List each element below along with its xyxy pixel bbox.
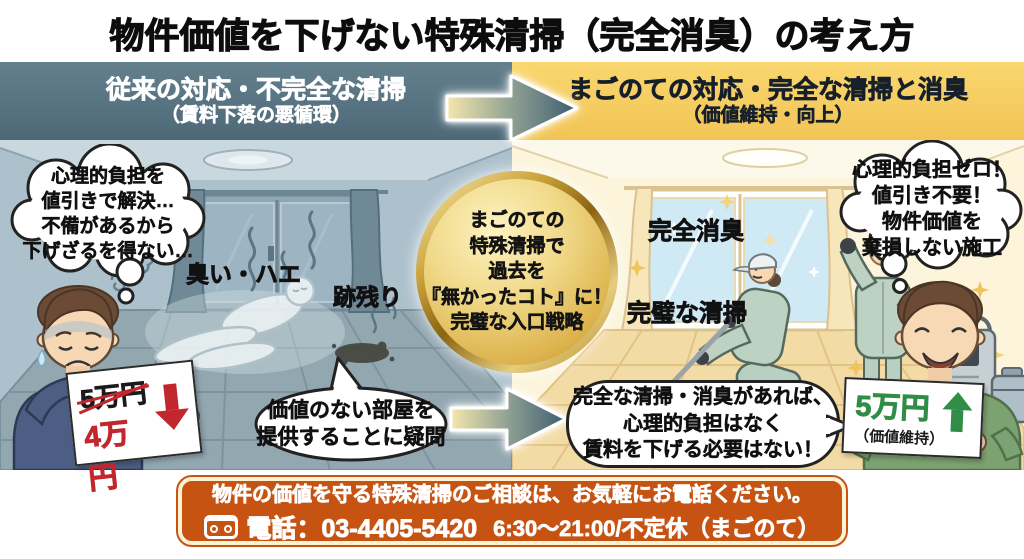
- thought-bubble-shape: [10, 142, 206, 305]
- speech-line: 完全な清掃・消臭があれば、: [573, 386, 834, 409]
- arrow-right-top-icon: [445, 74, 579, 142]
- thought-bubble-shape: [839, 139, 1023, 294]
- body-outline: [145, 275, 345, 374]
- thought-bubble-left: 心理的負担を 値引きで解決… 不備があるから 下げざるを得ない…: [8, 142, 208, 314]
- kept-price: 5万円: [854, 390, 931, 426]
- thought-bubble-right: 心理的負担ゼロ！ 値引き不要！ 物件価値を 棄損しない施工: [838, 139, 1024, 300]
- speech-tail: [826, 414, 854, 438]
- arrow-right-bottom-icon: [449, 387, 568, 451]
- new-price: 4万円: [82, 417, 131, 497]
- medallion-line: 『無かったコト』に！: [422, 286, 613, 308]
- thought-line: 心理的負担を: [50, 166, 166, 188]
- right-header-line2: （価値維持・向上）: [682, 104, 854, 126]
- business-hours: 6:30〜21:00/不定休（まごのて）: [493, 515, 820, 541]
- contact-message: 物件の価値を守る特殊清掃のご相談は、お気軽にお電話ください。: [212, 483, 813, 506]
- thought-line: 物件価値を: [882, 211, 983, 234]
- phone-icon: [204, 514, 239, 539]
- medallion-line: まごのての: [469, 210, 565, 232]
- speech-bubble-shape: [254, 356, 448, 462]
- smell-lines: [247, 210, 397, 334]
- speech-line: 提供することに疑問: [256, 425, 446, 449]
- speech-line: 価値のない部屋を: [267, 399, 436, 422]
- price-sign-down: 5万円 4万円: [65, 359, 203, 496]
- phone-label: 電話：: [246, 514, 322, 543]
- label-smell-flies: 臭い・ハエ: [186, 261, 302, 288]
- thought-line: 値引き不要！: [872, 185, 993, 208]
- window: [164, 189, 391, 313]
- speech-bubble-right: 完全な清掃・消臭があれば、 心理的負担はなく 賃料を下げる必要はない！: [566, 380, 854, 468]
- page-title: 物件価値を下げない特殊清掃（完全消臭）の考え方: [109, 16, 915, 56]
- label-trace: 跡残り: [333, 284, 403, 311]
- right-panel-header: まごのての対応・完全な清掃と消臭 （価値維持・向上）: [512, 62, 1024, 140]
- medallion-line: 完璧な入口戦略: [450, 312, 584, 334]
- curtain-right: [347, 189, 391, 313]
- thought-line: 下げざるを得ない…: [22, 241, 194, 263]
- left-panel-header: 従来の対応・不完全な清掃 （賃料下落の悪循環）: [0, 62, 512, 140]
- price-up-arrow-icon: [941, 391, 974, 433]
- label-complete-deodorization: 完全消臭: [648, 218, 745, 246]
- price-down-arrow-icon: [152, 382, 191, 432]
- thought-line: 心理的負担ゼロ！: [852, 159, 1013, 182]
- phone-number: 03-4405-5420: [321, 514, 478, 543]
- price-note: （価値維持）: [853, 427, 945, 449]
- speech-line: 賃料を下げる必要はない！: [583, 439, 824, 462]
- price-sign-up: 5万円 （価値維持）: [841, 376, 985, 460]
- speech-bubble-left: 価値のない部屋を 提供することに疑問: [252, 352, 450, 464]
- right-header-line1: まごのての対応・完全な清掃と消臭: [567, 75, 969, 104]
- contact-banner: 物件の価値を守る特殊清掃のご相談は、お気軽にお電話ください。 電話：03-440…: [176, 475, 848, 547]
- speech-line: 心理的負担はなく: [623, 412, 784, 436]
- thought-line: 不備があるから: [41, 216, 175, 238]
- medallion-line: 過去を: [488, 261, 546, 283]
- medallion-line: 特殊清掃で: [469, 235, 565, 258]
- thought-line: 値引きで解決…: [41, 191, 175, 213]
- label-perfect-cleaning: 完璧な清掃: [627, 300, 748, 328]
- left-header-line2: （賃料下落の悪循環）: [160, 104, 352, 126]
- left-header-line1: 従来の対応・不完全な清掃: [105, 75, 407, 104]
- medallion: まごのての 特殊清掃で 過去を 『無かったコト』に！ 完璧な入口戦略: [416, 171, 618, 373]
- sweat-drop: [37, 348, 46, 367]
- thought-line: 棄損しない施工: [862, 237, 1003, 260]
- old-price: 5万円: [78, 373, 148, 417]
